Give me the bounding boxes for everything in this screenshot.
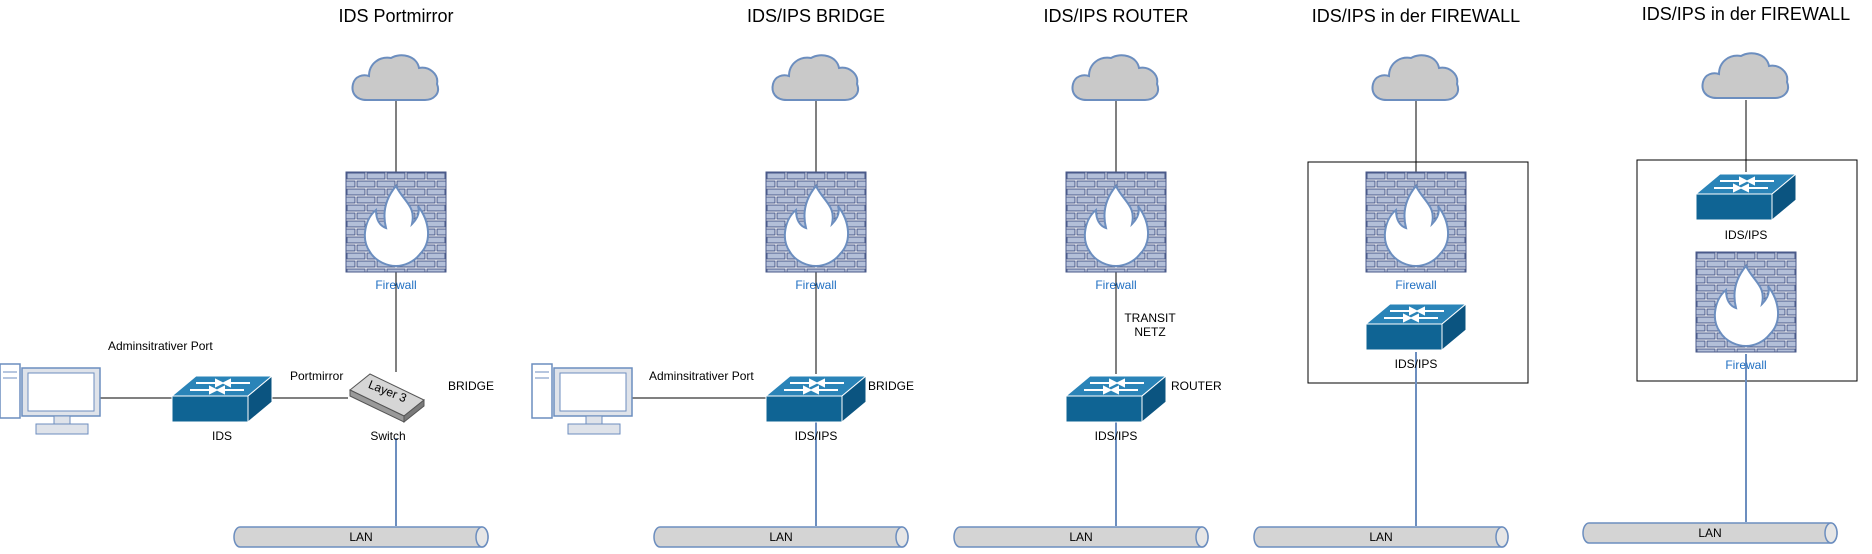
internet-cloud-icon [771,54,860,101]
internet-cloud-icon [1071,54,1160,101]
workstation-icon [0,363,101,435]
switch-label: Switch [370,429,405,443]
firewall-icon [1365,171,1467,273]
diagram-title: IDS/IPS in der FIREWALL [1642,4,1850,24]
firewall-icon [1695,251,1797,353]
bridge-label: BRIDGE [868,379,914,393]
diagram-title: IDS Portmirror [338,6,453,26]
router-label: ROUTER [1171,379,1222,393]
internet-cloud-icon [1371,54,1460,101]
firewall-label: Firewall [1095,278,1136,292]
lan-label: LAN [769,530,792,544]
internet-cloud-icon [1701,52,1790,99]
admin-port-label: Adminsitrativer Port [649,369,754,383]
diagram-title: IDS/IPS ROUTER [1043,6,1188,26]
firewall-icon [1065,171,1167,273]
diagram-portmirror: IDS Portmirror Firewall Adminsitrativer … [0,6,494,548]
ids-switch-icon [171,375,273,423]
firewall-icon [765,171,867,273]
ids-ips-switch-icon [1695,173,1797,221]
ids-ips-label: IDS/IPS [1725,228,1768,242]
diagram-router: IDS/IPS ROUTER Firewall TRANSIT NETZ ROU… [953,6,1222,548]
workstation-icon [531,363,633,435]
firewall-label: Firewall [375,278,416,292]
ids-ips-label: IDS/IPS [795,429,838,443]
firewall-icon [345,171,447,273]
internet-cloud-icon [351,54,440,101]
transit-label: TRANSIT [1124,311,1176,325]
firewall-label: Firewall [1725,358,1766,372]
firewall-label: Firewall [1395,278,1436,292]
diagram-firewall-integrated-a: IDS/IPS in der FIREWALL Firewall IDS/IPS… [1253,6,1529,548]
ids-ips-switch-icon [1365,303,1467,351]
diagram-title: IDS/IPS BRIDGE [747,6,885,26]
ids-ips-label: IDS/IPS [1395,357,1438,371]
diagram-title: IDS/IPS in der FIREWALL [1312,6,1520,26]
lan-label: LAN [349,530,372,544]
lan-label: LAN [1698,526,1721,540]
bridge-label: BRIDGE [448,379,494,393]
portmirror-label: Portmirror [290,369,343,383]
ids-ips-label: IDS/IPS [1095,429,1138,443]
admin-port-label: Adminsitrativer Port [108,339,213,353]
diagram-bridge: IDS/IPS BRIDGE Firewall Adminsitrativer … [531,6,914,548]
ids-label: IDS [212,429,232,443]
firewall-label: Firewall [795,278,836,292]
firewall-appliance-box [1307,161,1529,384]
netz-label: NETZ [1134,325,1165,339]
lan-label: LAN [1069,530,1092,544]
lan-label: LAN [1369,530,1392,544]
ids-ips-switch-icon [765,375,867,423]
diagram-firewall-integrated-b: IDS/IPS in der FIREWALL IDS/IPS Firewall… [1582,4,1858,544]
ids-ips-router-icon [1065,375,1167,423]
